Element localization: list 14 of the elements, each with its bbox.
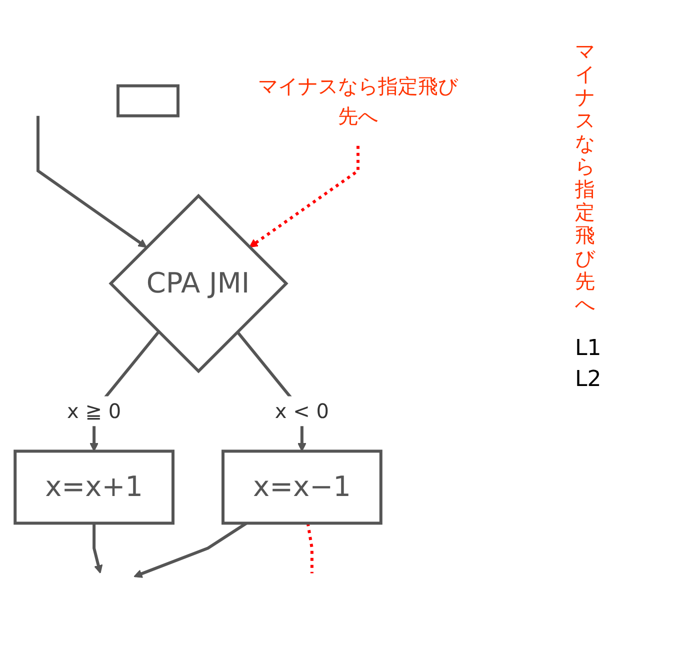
jump-label: L1 (575, 336, 602, 361)
node-diamond: CPA JMI (108, 194, 288, 374)
node-box (116, 84, 180, 118)
arrow (249, 146, 360, 248)
node-text: マイナスなら指定飛び先へ (258, 74, 458, 128)
arrow (92, 523, 103, 574)
arrow (36, 116, 147, 248)
edge-label: x ≧ 0 (67, 399, 122, 424)
connector (306, 522, 314, 574)
jump-label: L2 (575, 367, 602, 392)
vertical-note: マイナスなら指定飛び先へ (575, 40, 596, 316)
node-box: x=x−1 (222, 450, 382, 525)
edge-label: x < 0 (274, 399, 329, 424)
node-box: x=x+1 (14, 450, 174, 525)
